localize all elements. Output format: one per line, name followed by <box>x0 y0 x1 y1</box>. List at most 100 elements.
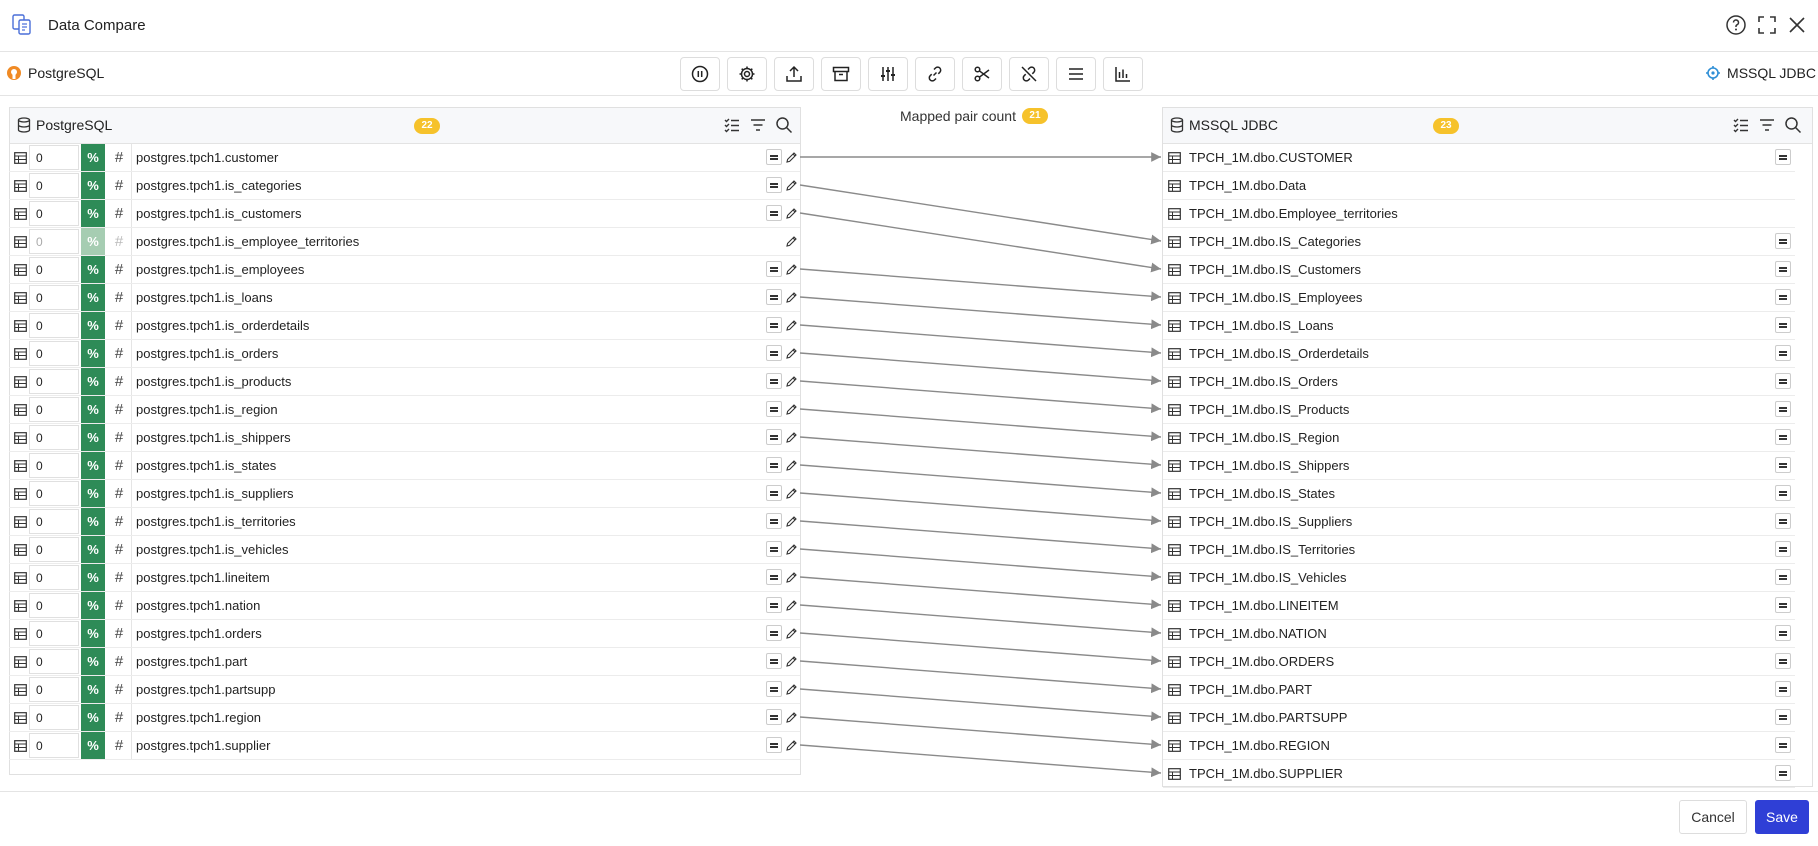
source-table-row[interactable]: 0%#postgres.tpch1.is_employee_territorie… <box>9 228 800 256</box>
edit-pencil-icon[interactable] <box>785 739 798 752</box>
source-table-row[interactable]: 0%#postgres.tpch1.is_vehicles <box>9 536 800 564</box>
hash-toggle[interactable]: # <box>107 648 132 675</box>
target-table-row[interactable]: TPCH_1M.dbo.PARTSUPP <box>1163 704 1795 732</box>
target-table-row[interactable]: TPCH_1M.dbo.IS_Vehicles <box>1163 564 1795 592</box>
percent-toggle[interactable]: % <box>81 732 105 759</box>
percent-toggle[interactable]: % <box>81 592 105 619</box>
edit-pencil-icon[interactable] <box>785 291 798 304</box>
row-limit-input[interactable]: 0 <box>29 649 79 674</box>
row-limit-input[interactable]: 0 <box>29 677 79 702</box>
equals-icon[interactable] <box>1775 681 1791 697</box>
equals-icon[interactable] <box>1775 373 1791 389</box>
source-table-row[interactable]: 0%#postgres.tpch1.is_loans <box>9 284 800 312</box>
equals-icon[interactable] <box>1775 345 1791 361</box>
equals-icon[interactable] <box>766 373 782 389</box>
edit-pencil-icon[interactable] <box>785 711 798 724</box>
row-limit-input[interactable]: 0 <box>29 201 79 226</box>
edit-pencil-icon[interactable] <box>785 599 798 612</box>
adjust-button[interactable] <box>868 57 908 91</box>
percent-toggle[interactable]: % <box>81 564 105 591</box>
percent-toggle[interactable]: % <box>81 312 105 339</box>
row-limit-input[interactable]: 0 <box>29 341 79 366</box>
percent-toggle[interactable]: % <box>81 620 105 647</box>
source-table-row[interactable]: 0%#postgres.tpch1.part <box>9 648 800 676</box>
equals-icon[interactable] <box>766 457 782 473</box>
source-table-row[interactable]: 0%#postgres.tpch1.is_suppliers <box>9 480 800 508</box>
row-limit-input[interactable]: 0 <box>29 733 79 758</box>
target-table-row[interactable]: TPCH_1M.dbo.Data <box>1163 172 1795 200</box>
row-limit-input[interactable]: 0 <box>29 369 79 394</box>
edit-pencil-icon[interactable] <box>785 655 798 668</box>
equals-icon[interactable] <box>766 681 782 697</box>
source-table-row[interactable]: 0%#postgres.tpch1.partsupp <box>9 676 800 704</box>
source-table-row[interactable]: 0%#postgres.tpch1.is_orders <box>9 340 800 368</box>
hash-toggle[interactable]: # <box>107 284 132 311</box>
export-button[interactable] <box>774 57 814 91</box>
checklist-icon[interactable] <box>723 116 741 134</box>
source-table-row[interactable]: 0%#postgres.tpch1.is_shippers <box>9 424 800 452</box>
hash-toggle[interactable]: # <box>107 368 132 395</box>
row-limit-input[interactable]: 0 <box>29 229 79 254</box>
edit-pencil-icon[interactable] <box>785 403 798 416</box>
help-icon[interactable] <box>1724 13 1748 37</box>
target-table-row[interactable]: TPCH_1M.dbo.IS_Employees <box>1163 284 1795 312</box>
source-table-row[interactable]: 0%#postgres.tpch1.is_employees <box>9 256 800 284</box>
edit-pencil-icon[interactable] <box>785 347 798 360</box>
target-table-row[interactable]: TPCH_1M.dbo.IS_Territories <box>1163 536 1795 564</box>
row-limit-input[interactable]: 0 <box>29 313 79 338</box>
equals-icon[interactable] <box>1775 625 1791 641</box>
percent-toggle[interactable]: % <box>81 396 105 423</box>
search-icon[interactable] <box>775 116 793 134</box>
source-table-row[interactable]: 0%#postgres.tpch1.is_customers <box>9 200 800 228</box>
edit-pencil-icon[interactable] <box>785 683 798 696</box>
checklist-icon[interactable] <box>1732 116 1750 134</box>
equals-icon[interactable] <box>766 401 782 417</box>
equals-icon[interactable] <box>766 177 782 193</box>
edit-pencil-icon[interactable] <box>785 263 798 276</box>
hash-toggle[interactable]: # <box>107 732 132 759</box>
source-table-row[interactable]: 0%#postgres.tpch1.is_territories <box>9 508 800 536</box>
close-icon[interactable] <box>1785 13 1809 37</box>
target-table-row[interactable]: TPCH_1M.dbo.IS_Shippers <box>1163 452 1795 480</box>
percent-toggle[interactable]: % <box>81 704 105 731</box>
target-table-row[interactable]: TPCH_1M.dbo.IS_Orderdetails <box>1163 340 1795 368</box>
equals-icon[interactable] <box>766 485 782 501</box>
equals-icon[interactable] <box>1775 401 1791 417</box>
row-limit-input[interactable]: 0 <box>29 621 79 646</box>
percent-toggle[interactable]: % <box>81 536 105 563</box>
equals-icon[interactable] <box>766 205 782 221</box>
row-limit-input[interactable]: 0 <box>29 453 79 478</box>
equals-icon[interactable] <box>1775 709 1791 725</box>
hash-toggle[interactable]: # <box>107 172 132 199</box>
source-table-row[interactable]: 0%#postgres.tpch1.is_products <box>9 368 800 396</box>
target-table-row[interactable]: TPCH_1M.dbo.CUSTOMER <box>1163 144 1795 172</box>
equals-icon[interactable] <box>1775 569 1791 585</box>
equals-icon[interactable] <box>1775 765 1791 781</box>
target-table-row[interactable]: TPCH_1M.dbo.REGION <box>1163 732 1795 760</box>
edit-pencil-icon[interactable] <box>785 627 798 640</box>
hash-toggle[interactable]: # <box>107 620 132 647</box>
hash-toggle[interactable]: # <box>107 536 132 563</box>
source-table-row[interactable]: 0%#postgres.tpch1.supplier <box>9 732 800 760</box>
equals-icon[interactable] <box>1775 317 1791 333</box>
hash-toggle[interactable]: # <box>107 480 132 507</box>
equals-icon[interactable] <box>766 513 782 529</box>
row-limit-input[interactable]: 0 <box>29 397 79 422</box>
equals-icon[interactable] <box>1775 289 1791 305</box>
hash-toggle[interactable]: # <box>107 340 132 367</box>
row-limit-input[interactable]: 0 <box>29 537 79 562</box>
search-icon[interactable] <box>1784 116 1802 134</box>
link-button[interactable] <box>915 57 955 91</box>
cut-button[interactable] <box>962 57 1002 91</box>
equals-icon[interactable] <box>1775 597 1791 613</box>
percent-toggle[interactable]: % <box>81 144 105 171</box>
percent-toggle[interactable]: % <box>81 508 105 535</box>
edit-pencil-icon[interactable] <box>785 235 798 248</box>
hash-toggle[interactable]: # <box>107 452 132 479</box>
equals-icon[interactable] <box>1775 149 1791 165</box>
row-limit-input[interactable]: 0 <box>29 285 79 310</box>
edit-pencil-icon[interactable] <box>785 179 798 192</box>
source-table-row[interactable]: 0%#postgres.tpch1.lineitem <box>9 564 800 592</box>
row-limit-input[interactable]: 0 <box>29 509 79 534</box>
equals-icon[interactable] <box>1775 485 1791 501</box>
